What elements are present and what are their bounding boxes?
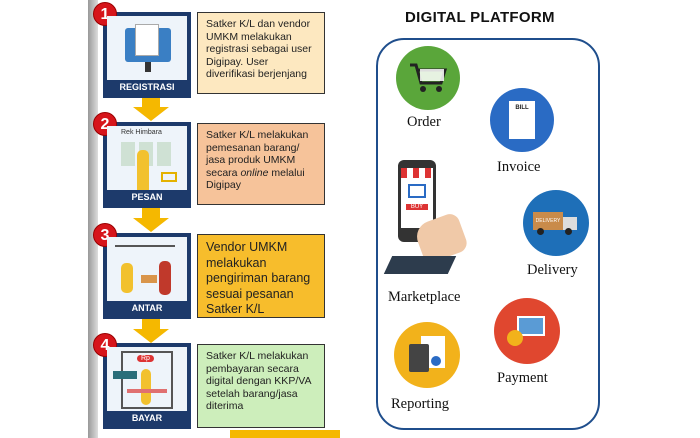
delivery-text: DELIVERY — [533, 212, 563, 230]
buy-text: BUY — [406, 204, 428, 210]
payment-card-icon — [494, 298, 560, 364]
text-emphasis: online — [240, 166, 269, 179]
platform-frame — [376, 38, 600, 430]
invoice-label: Invoice — [497, 159, 541, 175]
step-caption: ANTAR — [131, 303, 163, 313]
marketplace-phone-icon: BUY — [383, 160, 484, 288]
step-pesan-card: 2 Rek Himbara PESAN — [93, 112, 191, 208]
step-4-description: Satker K/L melakukan pembayaran secara d… — [197, 344, 325, 428]
step-3-description: Vendor UMKM melakukan pengiriman barang … — [197, 234, 325, 318]
flow-arrow-head — [133, 218, 169, 232]
marketplace-label: Marketplace — [388, 289, 461, 305]
reporting-calculator-icon — [394, 322, 460, 388]
step-1-description: Satker K/L dan vendor UMKM melakukan reg… — [197, 12, 325, 94]
cart-icon — [396, 46, 460, 110]
flow-arrow-head — [133, 107, 169, 121]
step-number: 4 — [93, 333, 117, 357]
delivery-label: Delivery — [527, 262, 578, 278]
bill-text: BILL — [509, 101, 535, 139]
step-caption: REGISTRASI — [119, 82, 175, 92]
reporting-label: Reporting — [391, 396, 449, 412]
step-registrasi-card: 1 REGISTRASI — [93, 2, 191, 98]
invoice-icon: BILL — [490, 88, 554, 152]
platform-title: DIGITAL PLATFORM — [405, 9, 555, 26]
payment-label: Payment — [497, 370, 548, 386]
flow-arrow-head — [133, 329, 169, 343]
step-bayar-card: 4 Rp BAYAR — [93, 333, 191, 429]
order-label: Order — [407, 114, 441, 130]
delivery-illustration — [107, 237, 187, 301]
rp-badge: Rp — [137, 355, 154, 362]
order-illustration: Rek Himbara — [107, 126, 187, 190]
bottom-accent — [230, 430, 340, 438]
step-antar-card: 3 ANTAR — [93, 223, 191, 319]
flow-arrow — [142, 318, 160, 330]
flow-arrow — [142, 207, 160, 219]
step-2-description: Satker K/L melakukan pemesanan barang/ j… — [197, 123, 325, 205]
text: Satker K/L melakukan pemesanan barang/ j… — [206, 129, 309, 179]
registration-illustration — [107, 16, 187, 80]
rek-himbara-text: Rek Himbara — [121, 129, 162, 136]
step-caption: PESAN — [131, 192, 163, 202]
left-edge-bar — [88, 0, 98, 438]
step-caption: BAYAR — [131, 413, 163, 423]
delivery-truck-icon: DELIVERY — [523, 190, 589, 256]
text: melalui Digipay — [206, 166, 305, 192]
payment-illustration: Rp — [107, 347, 187, 411]
flow-arrow — [142, 95, 160, 109]
